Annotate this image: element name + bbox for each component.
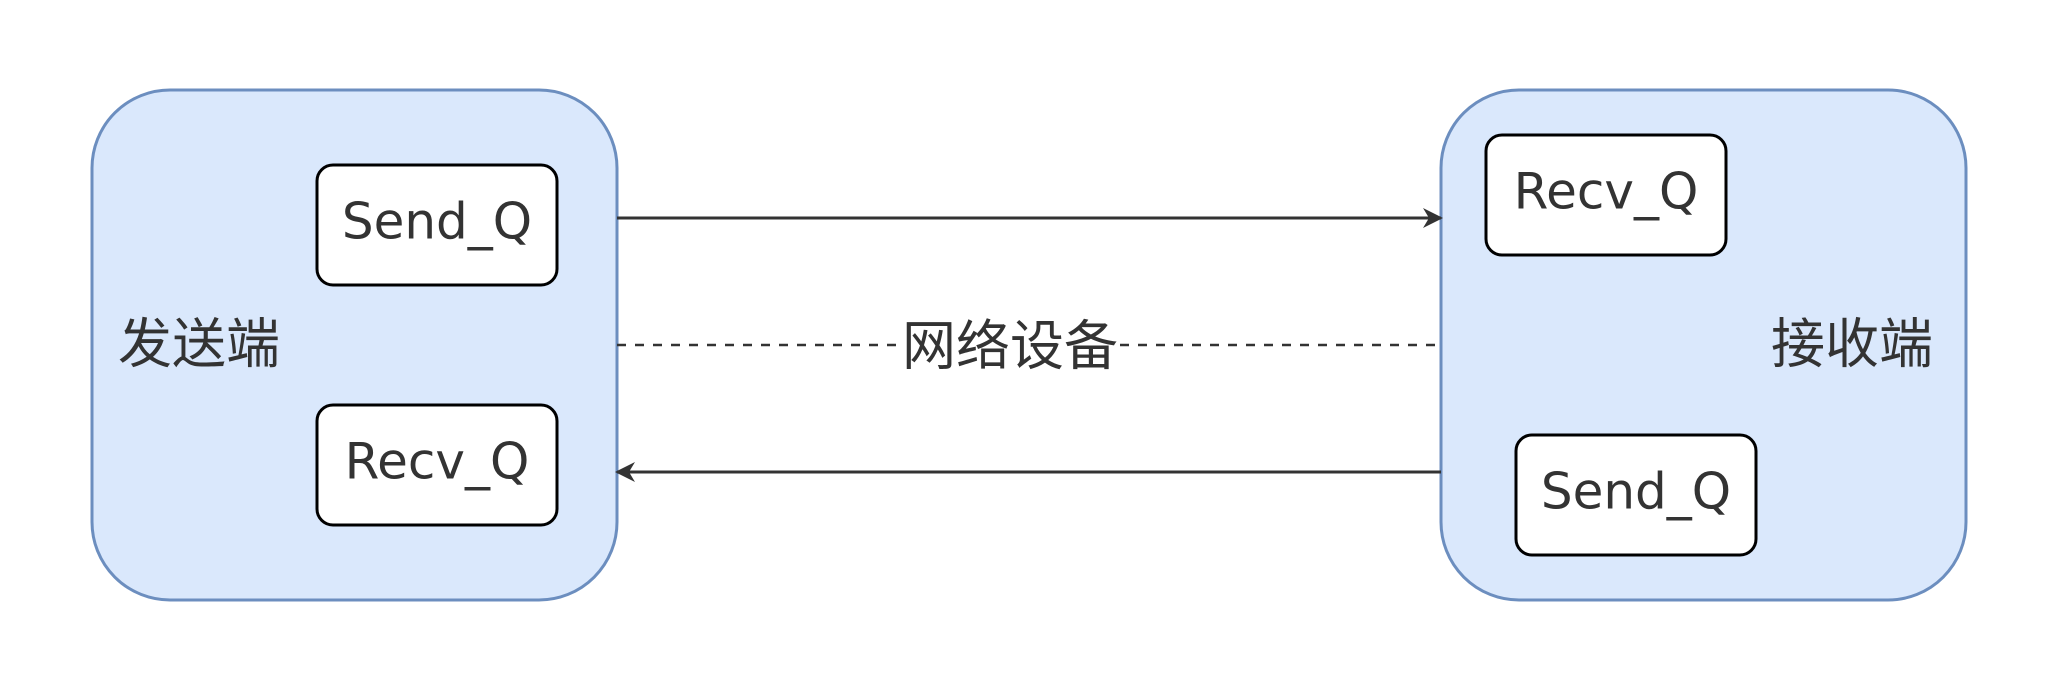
sender-recv-queue-box [315, 403, 559, 527]
sender-recv-queue-label: Recv_Q [345, 433, 530, 491]
sender-label: 发送端 [118, 313, 280, 376]
receiver-node: 接收端 Recv_Q Send_Q [1439, 88, 1968, 602]
receiver-send-queue-box [1514, 433, 1758, 557]
receiver-send-queue-label: Send_Q [1541, 463, 1731, 521]
sender-node: 发送端 Send_Q Recv_Q [90, 88, 619, 602]
network-device-label: 网络设备 [902, 315, 1118, 378]
receiver-send-queue: Send_Q [1514, 433, 1758, 557]
sender-recv-queue: Recv_Q [315, 403, 559, 527]
sender-send-queue-label: Send_Q [342, 193, 532, 251]
receiver-recv-queue-label: Recv_Q [1514, 163, 1699, 221]
receiver-recv-queue-box [1484, 133, 1728, 257]
receiver-label: 接收端 [1771, 313, 1933, 376]
sender-send-queue-box [315, 163, 559, 287]
sender-send-queue: Send_Q [315, 163, 559, 287]
receiver-recv-queue: Recv_Q [1484, 133, 1728, 257]
